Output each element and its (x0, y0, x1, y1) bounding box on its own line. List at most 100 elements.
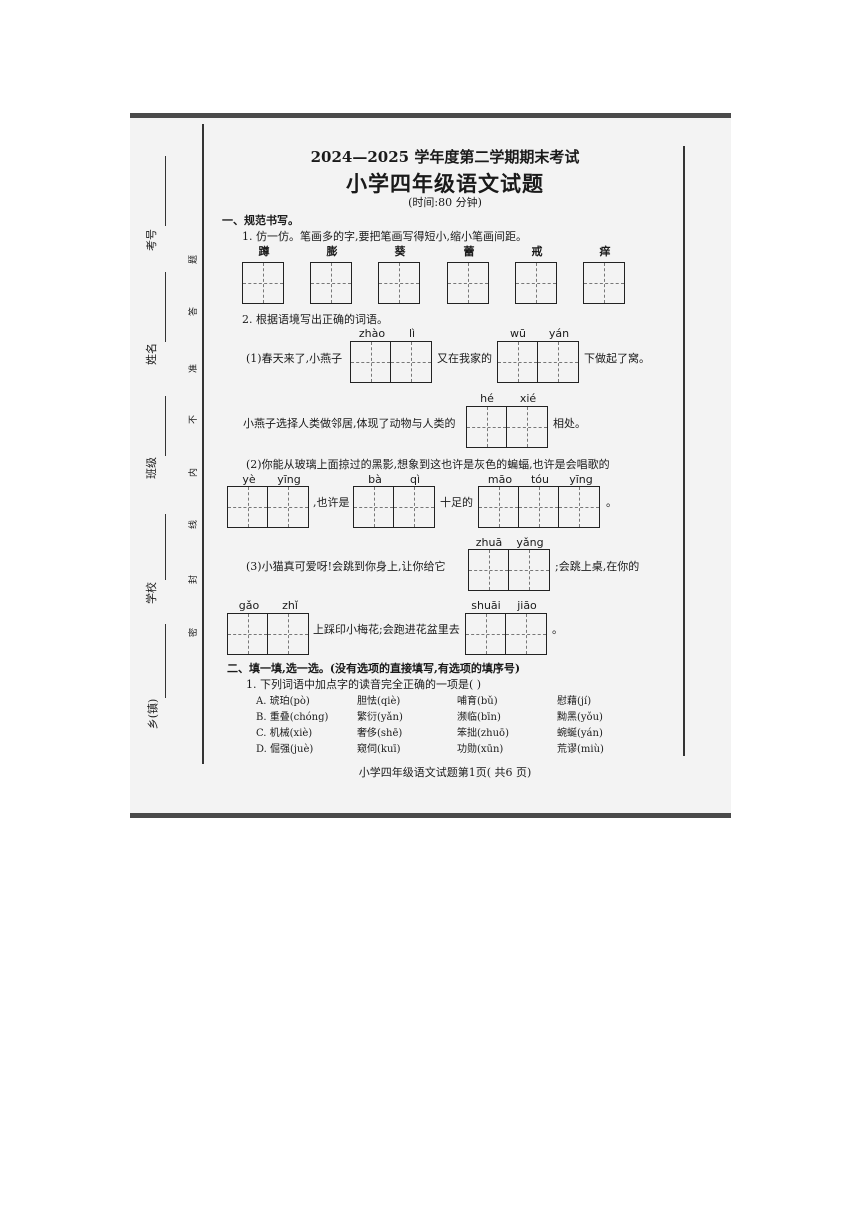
option-a-word: A. 琥珀(pò) (256, 696, 310, 707)
binding-line (202, 124, 204, 764)
pinyin: yīng (569, 473, 593, 486)
section1-heading: 一、规范书写。 (222, 214, 299, 227)
sentence2-pre: 小燕子选择人类做邻居,体现了动物与人类的 (243, 417, 456, 430)
pinyin: gǎo (238, 599, 260, 612)
sidebar-label-school: 学校 (145, 582, 158, 604)
exam-no-blank (165, 156, 166, 226)
section2-heading: 二、填一填,选一选。(没有选项的直接填写,有选项的填序号) (227, 662, 521, 675)
sentence1-mid: 又在我家的 (437, 352, 492, 365)
option-a-word: 胆怯(qiè) (357, 696, 401, 707)
model-char: 蹲 (258, 245, 270, 258)
option-a-word: 慰藉(jí) (557, 696, 592, 707)
name-blank (165, 272, 166, 342)
sentence4-pre: (3)小猫真可爱呀!会跳到你身上,让你给它 (246, 560, 446, 573)
sidebar-label-exam-no: 考号 (145, 229, 158, 251)
writing-grid[interactable] (242, 262, 284, 304)
option-d-word: 窥伺(kuī) (357, 744, 401, 755)
model-char: 痒 (599, 245, 611, 258)
sentence3-line: (2)你能从玻璃上面掠过的黑影,想象到这也许是灰色的蝙蝠,也许是会唱歌的 (246, 458, 610, 471)
writing-grid[interactable] (378, 262, 420, 304)
answer-grid-yeying[interactable] (227, 486, 309, 528)
answer-grid-hexie[interactable] (466, 406, 548, 448)
option-c-word: 奢侈(shē) (357, 728, 403, 739)
pinyin: yǎng (516, 536, 544, 549)
seal-char: 封 (189, 574, 200, 585)
answer-grid-baqi[interactable] (353, 486, 435, 528)
sidebar-label-class: 班级 (145, 457, 158, 479)
sentence4-post: ;会跳上桌,在你的 (555, 560, 640, 573)
answer-grid-zhaoli[interactable] (350, 341, 432, 383)
seal-char: 准 (189, 363, 200, 374)
pinyin: yán (548, 327, 570, 340)
pinyin: bà (368, 473, 382, 486)
sentence3-mid1: ,也许是 (313, 496, 350, 509)
seal-char: 线 (189, 519, 200, 530)
seal-char: 答 (189, 306, 200, 317)
sentence1-post: 下做起了窝。 (584, 352, 650, 365)
pinyin: xié (519, 392, 537, 405)
seal-char: 不 (189, 414, 200, 425)
right-margin-line (683, 146, 685, 756)
exam-term-title: 2024—2025 学年度第二学期期末考试 (310, 148, 580, 166)
pinyin: zhǐ (282, 599, 298, 612)
sentence5-mid: 上踩印小梅花;会跑进花盆里去 (313, 623, 460, 636)
seal-char: 内 (189, 467, 200, 478)
exam-duration: (时间:80 分钟) (408, 196, 482, 209)
writing-grid[interactable] (515, 262, 557, 304)
writing-grid[interactable] (310, 262, 352, 304)
pinyin: qì (409, 473, 421, 486)
exam-title: 小学四年级语文试题 (346, 171, 544, 196)
model-char: 膨 (326, 245, 338, 258)
sentence3-end: 。 (606, 496, 617, 509)
option-c-word: C. 机械(xiè) (256, 728, 313, 739)
q2-instruction: 2. 根据语境写出正确的词语。 (242, 313, 388, 326)
option-c-word: 蜿蜒(yán) (557, 728, 603, 739)
option-b-word: 黝黑(yǒu) (557, 712, 603, 723)
option-a-word: 哺育(bǔ) (457, 696, 498, 707)
pinyin: hé (480, 392, 494, 405)
bottom-border (130, 813, 731, 818)
pinyin: wū (510, 327, 526, 340)
page-footer: 小学四年级语文试题第1页( 共6 页) (358, 766, 532, 779)
model-char: 蕾 (463, 245, 475, 258)
exam-sheet (130, 118, 731, 813)
pinyin: zhào (358, 327, 386, 340)
option-d-word: 功勋(xūn) (457, 744, 504, 755)
answer-grid-shuaijiao[interactable] (465, 613, 547, 655)
model-char: 戒 (531, 245, 543, 258)
option-d-word: D. 倔强(juè) (256, 744, 314, 755)
town-blank (165, 624, 166, 698)
pinyin: lì (408, 327, 416, 340)
sentence1-pre: (1)春天来了,小燕子 (246, 352, 343, 365)
top-border (130, 113, 731, 118)
answer-grid-wuyan[interactable] (497, 341, 579, 383)
option-b-word: B. 重叠(chóng) (256, 712, 329, 723)
answer-grid-maotouying[interactable] (478, 486, 600, 528)
q1-instruction: 1. 仿一仿。笔画多的字,要把笔画写得短小,缩小笔画间距。 (242, 230, 527, 243)
seal-char: 密 (189, 627, 200, 638)
writing-grid[interactable] (447, 262, 489, 304)
section2-q1: 1. 下列词语中加点字的读音完全正确的一项是( ) (246, 678, 482, 691)
sentence2-post: 相处。 (553, 417, 586, 430)
pinyin: jiāo (517, 599, 537, 612)
pinyin: māo (487, 473, 513, 486)
seal-char: 题 (189, 254, 200, 265)
option-d-word: 荒谬(miù) (557, 744, 604, 755)
pinyin: shuāi (471, 599, 501, 612)
writing-grid[interactable] (583, 262, 625, 304)
pinyin: zhuā (475, 536, 503, 549)
sidebar-label-town: 乡(镇) (146, 698, 160, 730)
answer-grid-gaozhi[interactable] (227, 613, 309, 655)
model-char: 葵 (394, 245, 406, 258)
option-b-word: 繁衍(yǎn) (357, 712, 403, 723)
option-c-word: 笨拙(zhuō) (457, 728, 509, 739)
pinyin: tóu (530, 473, 549, 486)
pinyin: yīng (277, 473, 301, 486)
class-blank (165, 396, 166, 456)
answer-grid-zhuayang[interactable] (468, 549, 550, 591)
sentence5-end: 。 (552, 623, 563, 636)
option-b-word: 濒临(bīn) (457, 712, 501, 723)
pinyin: yè (242, 473, 256, 486)
school-blank (165, 514, 166, 580)
sidebar-label-name: 姓名 (145, 343, 158, 365)
